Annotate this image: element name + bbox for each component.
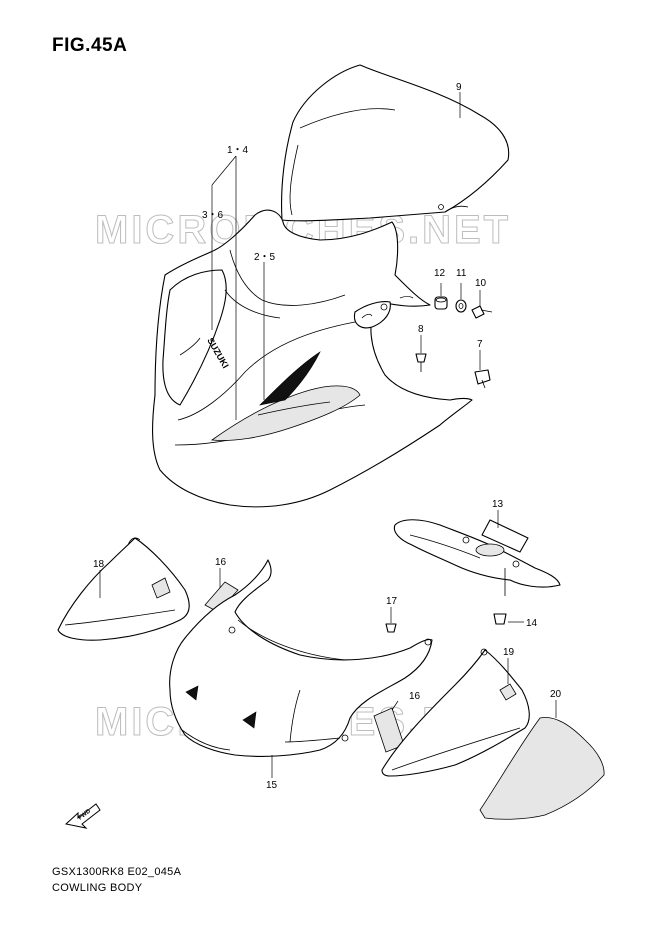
callout-9: 9 — [456, 82, 462, 93]
callout-20: 20 — [550, 689, 562, 700]
footer-code: GSX1300RK8 E02_045A — [52, 866, 182, 878]
upper-cowling-part: SUZUKI — [152, 209, 473, 508]
bracket-part — [393, 519, 561, 596]
bolt-part-7 — [474, 369, 491, 385]
callout-19: 19 — [503, 647, 515, 658]
side-cover-part-20 — [479, 717, 605, 820]
callout-7: 7 — [477, 339, 483, 350]
lower-cowling-part — [169, 559, 433, 757]
forward-arrow-icon: FWD — [64, 803, 101, 829]
hardware-parts — [415, 296, 493, 389]
callout-8: 8 — [418, 324, 424, 335]
callout-12: 12 — [434, 268, 446, 279]
callout-3-6: 3・6 — [202, 210, 224, 221]
callout-2-5: 2・5 — [254, 252, 276, 263]
screw-part-17 — [385, 623, 397, 633]
leader-lines — [99, 92, 557, 778]
callout-16-upper: 16 — [215, 557, 227, 568]
windscreen-part — [281, 64, 510, 222]
callout-14: 14 — [526, 618, 538, 629]
callout-17: 17 — [386, 596, 398, 607]
callout-10: 10 — [475, 278, 487, 289]
callout-13: 13 — [492, 499, 504, 510]
footer-name: COWLING BODY — [52, 882, 143, 894]
callout-18: 18 — [93, 559, 105, 570]
washer-part — [455, 299, 467, 313]
right-panel-part — [381, 648, 530, 777]
callout-11: 11 — [456, 268, 467, 279]
left-panel-part — [57, 537, 190, 641]
screw-part-8 — [415, 353, 427, 363]
nut-part — [434, 296, 448, 310]
callout-1-4: 1・4 — [227, 145, 249, 156]
figure-title: FIG.45A — [52, 35, 128, 56]
callout-15: 15 — [266, 780, 278, 791]
callout-16-lower: 16 — [409, 691, 421, 702]
bolt-part-10 — [471, 305, 485, 319]
clip-part-14 — [493, 613, 507, 625]
